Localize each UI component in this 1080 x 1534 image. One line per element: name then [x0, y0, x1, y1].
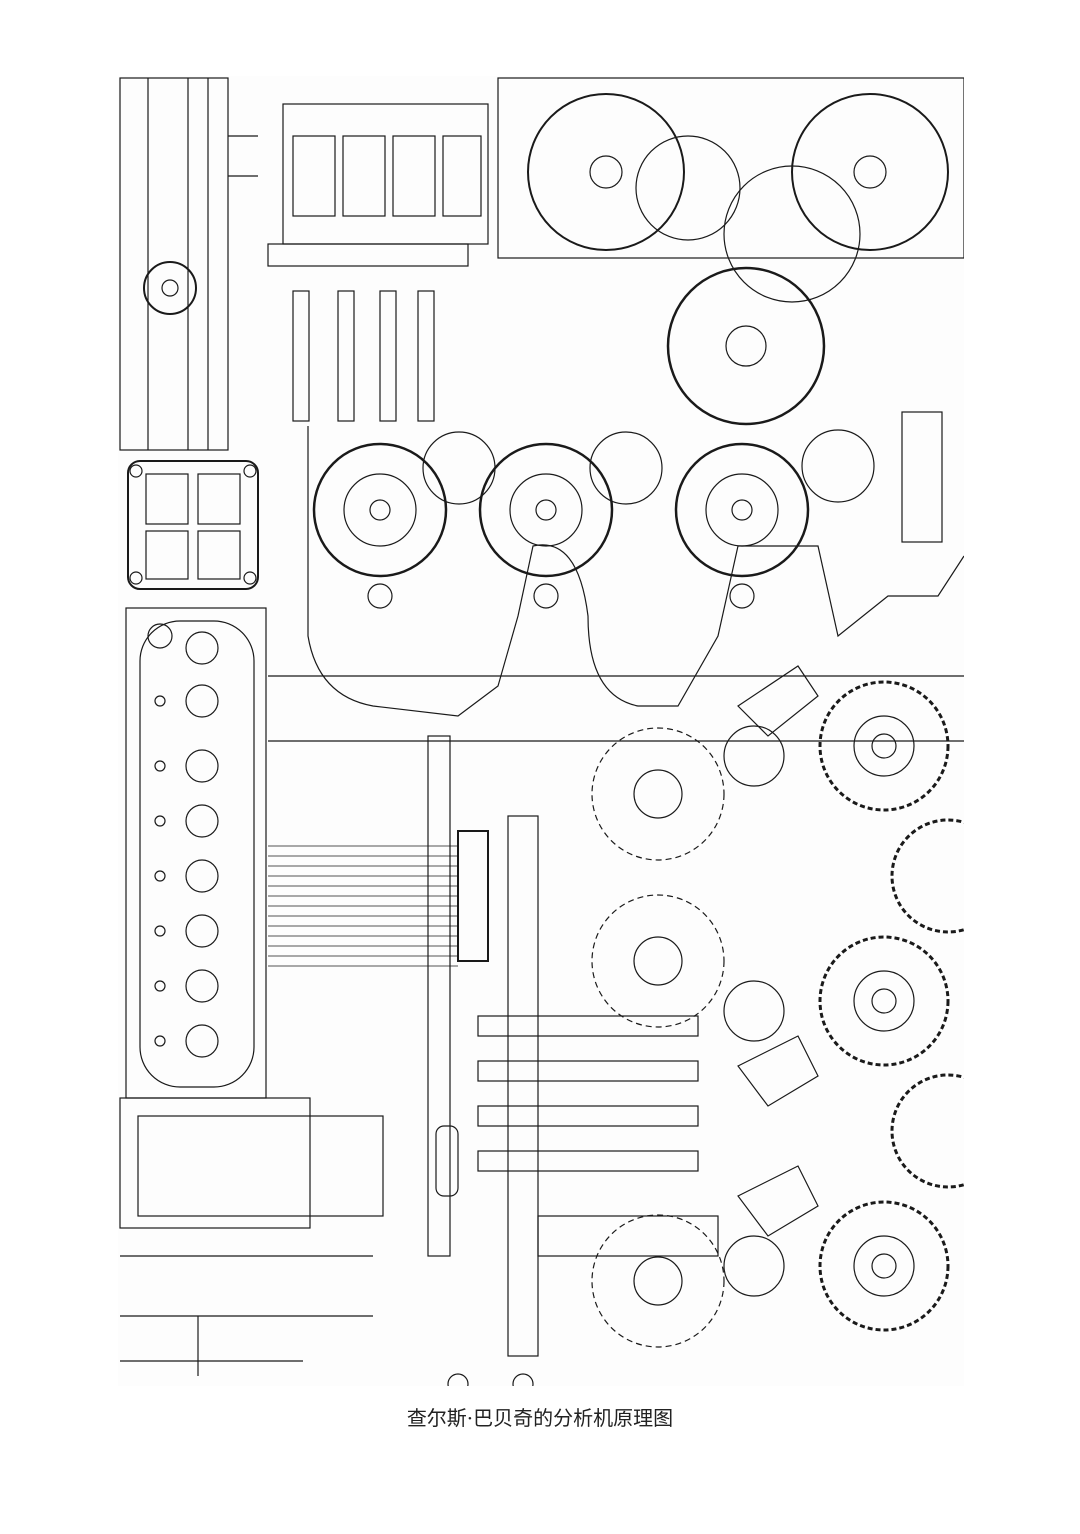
blueprint-svg: [119, 77, 964, 1386]
card-reader-assembly: [267, 103, 489, 422]
store-column: [125, 607, 267, 1099]
engine-blueprint: [118, 76, 964, 1386]
star-wheels: [591, 725, 785, 1348]
plate-gear-frame: [127, 460, 259, 590]
central-rack-assembly: [268, 675, 964, 1386]
right-gear-stack: [737, 665, 964, 1332]
upper-wheel-train: [497, 77, 964, 426]
figure-caption: 查尔斯·巴贝奇的分析机原理图: [406, 1406, 674, 1430]
mill-gear-row: [307, 411, 964, 717]
lower-left-frame: [119, 1097, 384, 1376]
left-column-frame: [119, 77, 258, 451]
